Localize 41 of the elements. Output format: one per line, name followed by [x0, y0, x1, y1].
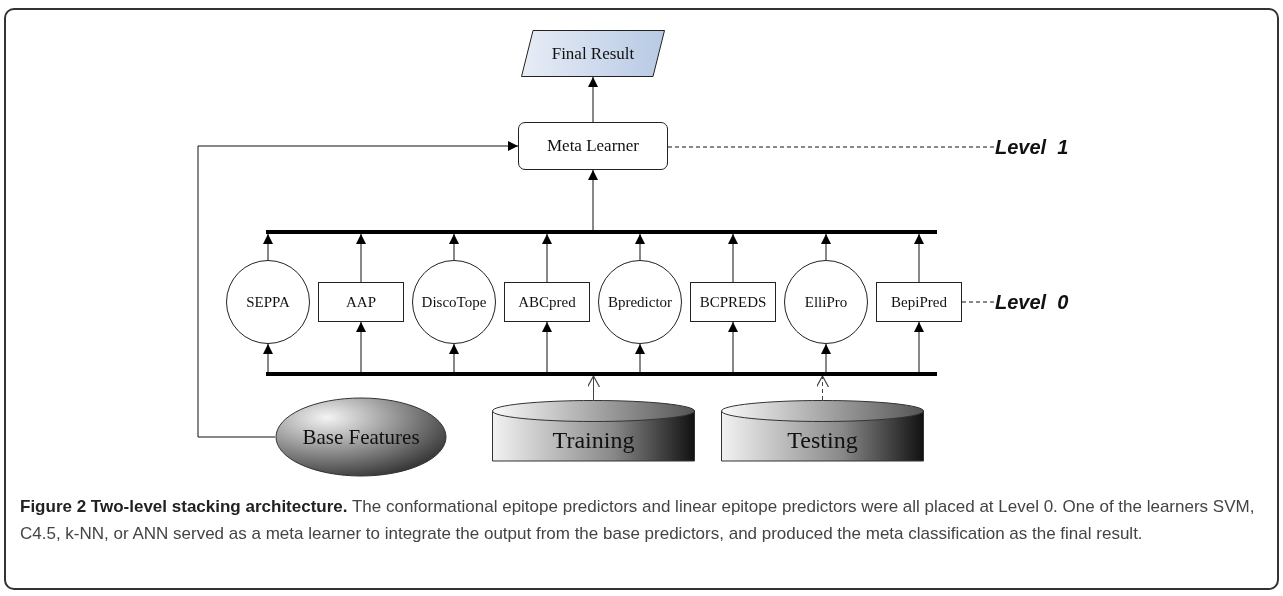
- output-parallelogram: [521, 30, 665, 77]
- bus-bar: [266, 230, 937, 234]
- arrow: [588, 76, 598, 123]
- predictor-box: BCPREDS: [690, 282, 776, 322]
- arrow: [728, 233, 738, 283]
- node-label: Testing: [787, 426, 858, 452]
- figure-caption: Figure 2 Two-level stacking architecture. The conformational epitope predictors and linear epitope predictors were all placed at Level 0. One of the learners SVM, C4.5, k-NN, or ANN served as a meta learner to integrate the output from the base predictors, and produced the meta classification as the final result.: [20, 496, 1256, 545]
- node-label: Training: [552, 426, 635, 452]
- arrow: [542, 321, 552, 373]
- arrow: [635, 343, 645, 373]
- arrow: [263, 343, 273, 373]
- predictor-box: AAP: [318, 282, 404, 322]
- predictor-box: ABCpred: [504, 282, 590, 322]
- arrow: [815, 375, 830, 401]
- dashed-connector: [961, 301, 996, 303]
- arrow: [821, 233, 831, 261]
- predictor-box: BepiPred: [876, 282, 962, 322]
- bus-bar: [266, 372, 937, 376]
- arrow: [635, 233, 645, 261]
- level-label: Level 1: [995, 134, 1105, 160]
- arrow: [449, 233, 459, 261]
- feature-ellipse: [275, 397, 447, 477]
- arrow: [356, 233, 366, 283]
- arrow: [914, 233, 924, 283]
- level-label: Level 0: [995, 289, 1105, 315]
- dashed-connector: [667, 146, 996, 148]
- database-cylinder: [492, 400, 695, 462]
- process-box: Meta Learner: [518, 122, 668, 170]
- arrow: [728, 321, 738, 373]
- arrow: [449, 343, 459, 373]
- database-cylinder: [721, 400, 924, 462]
- arrow: [356, 321, 366, 373]
- arrow: [542, 233, 552, 283]
- node-label: Base Features: [302, 426, 420, 448]
- arrow: [821, 343, 831, 373]
- arrow: [586, 375, 601, 401]
- arrow: [263, 233, 273, 261]
- arrow: [914, 321, 924, 373]
- node-label: Final Result: [551, 45, 635, 62]
- arrow: [197, 141, 519, 438]
- arrow: [588, 169, 598, 231]
